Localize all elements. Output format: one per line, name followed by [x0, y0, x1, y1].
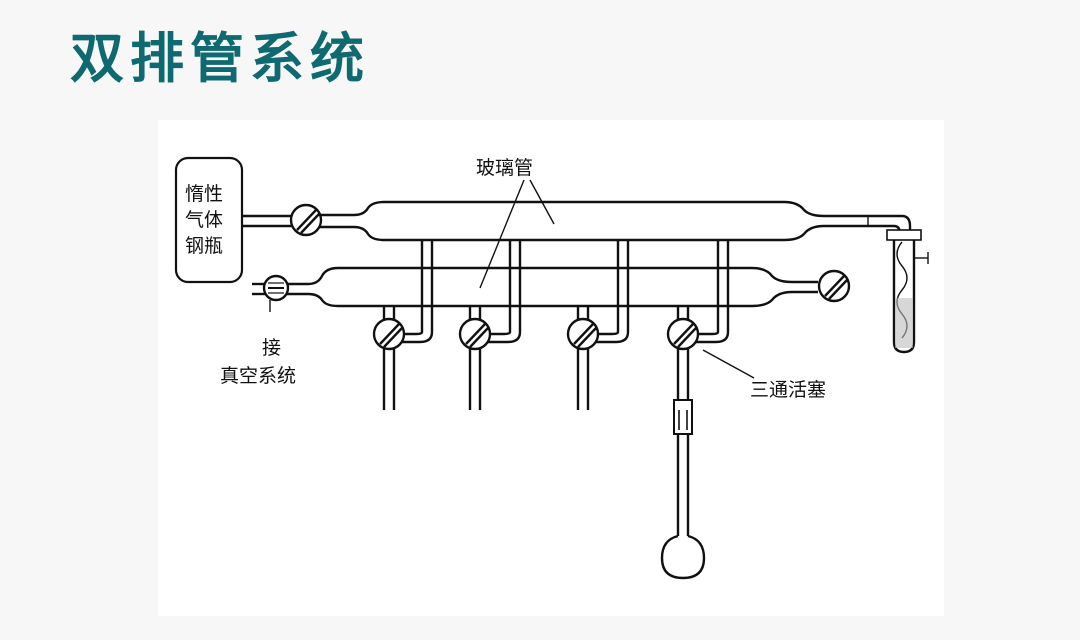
vacuum-label-line2: 真空系统	[220, 365, 296, 387]
vacuum-stopcock	[252, 274, 290, 302]
branch-group-2	[458, 240, 522, 410]
lower-manifold-tube	[278, 266, 818, 308]
bubbler	[886, 229, 929, 354]
diagram-panel: 惰性 气体 钢瓶	[158, 120, 944, 616]
branch-group-3	[566, 240, 630, 410]
gas-cylinder-label-line3: 钢瓶	[185, 235, 223, 257]
gas-inlet-stopcock	[289, 203, 323, 237]
gas-cylinder-box	[174, 156, 244, 284]
vacuum-label-line1: 接	[262, 337, 281, 359]
glass-tube-leaders	[479, 179, 555, 289]
upper-manifold-tube	[320, 200, 850, 242]
branch-group-1	[372, 240, 434, 410]
gas-cylinder-label-line1: 惰性	[185, 183, 223, 205]
glass-tube-label: 玻璃管	[476, 157, 533, 179]
stopcock-leader	[702, 349, 755, 379]
gas-inlet-pipe	[242, 214, 292, 228]
slide-title: 双排管系统	[70, 27, 370, 90]
round-bottom-flask	[660, 399, 706, 580]
gas-cylinder-label-line2: 气体	[185, 209, 223, 231]
schlenk-line-diagram: 惰性 气体 钢瓶	[174, 156, 929, 580]
lower-right-stopcock	[817, 269, 851, 303]
branch-group-4	[666, 240, 730, 400]
three-way-stopcock-label: 三通活塞	[750, 379, 826, 401]
